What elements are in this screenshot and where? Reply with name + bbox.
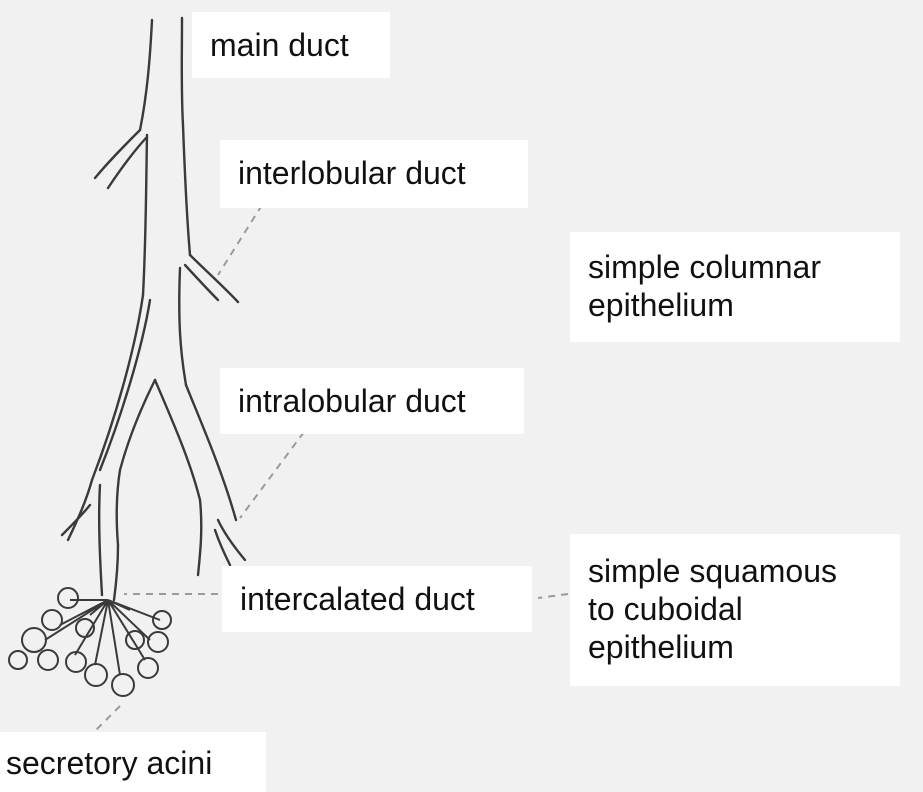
main-duct-right-wall [182, 18, 183, 125]
leader-lines [96, 205, 568, 730]
intralobular-left-wall [68, 295, 143, 540]
simple-squamous-epithelium-label: simple squamous to cuboidal epithelium [570, 534, 900, 686]
acinus [42, 610, 62, 630]
main-duct-label: main duct [192, 12, 390, 78]
interlobular-left-wall [143, 135, 147, 295]
intercalated-right-wall [114, 545, 118, 600]
acinus [126, 631, 144, 649]
interlobular-duct-label: interlobular duct [220, 140, 528, 208]
secretory-acini-label: secretory acini [0, 732, 266, 792]
right-branch-inner [185, 265, 218, 300]
acinus [85, 664, 107, 686]
secretory-acini-cluster [9, 588, 171, 696]
acinus [153, 611, 171, 629]
interlobular-right-wall [183, 125, 190, 255]
acinus [138, 658, 158, 678]
leader-acini [96, 706, 120, 730]
upper-left-branch-inner [108, 138, 146, 188]
simple-columnar-epithelium-label: simple columnar epithelium [570, 232, 900, 342]
acinus [22, 628, 46, 652]
acinus [112, 674, 134, 696]
intercalated-duct-label: intercalated duct [222, 566, 532, 632]
acinus [9, 651, 27, 669]
lower-right-branch [218, 520, 245, 560]
leader-columnar-intralobular [240, 432, 304, 518]
acinus [38, 650, 58, 670]
split-right [155, 380, 201, 575]
intralobular-left-wall-inner [100, 300, 150, 470]
intralobular-duct-label: intralobular duct [220, 368, 524, 434]
acinus [58, 588, 78, 608]
left-twig [62, 505, 90, 535]
leader-columnar-interlobular [218, 205, 262, 275]
leader-squamous [538, 594, 568, 598]
acinus [148, 632, 168, 652]
intralobular-right-wall [179, 268, 186, 385]
duct-tree [62, 18, 245, 600]
main-duct-left-wall [140, 20, 152, 130]
intercalated-left-wall [99, 485, 102, 595]
